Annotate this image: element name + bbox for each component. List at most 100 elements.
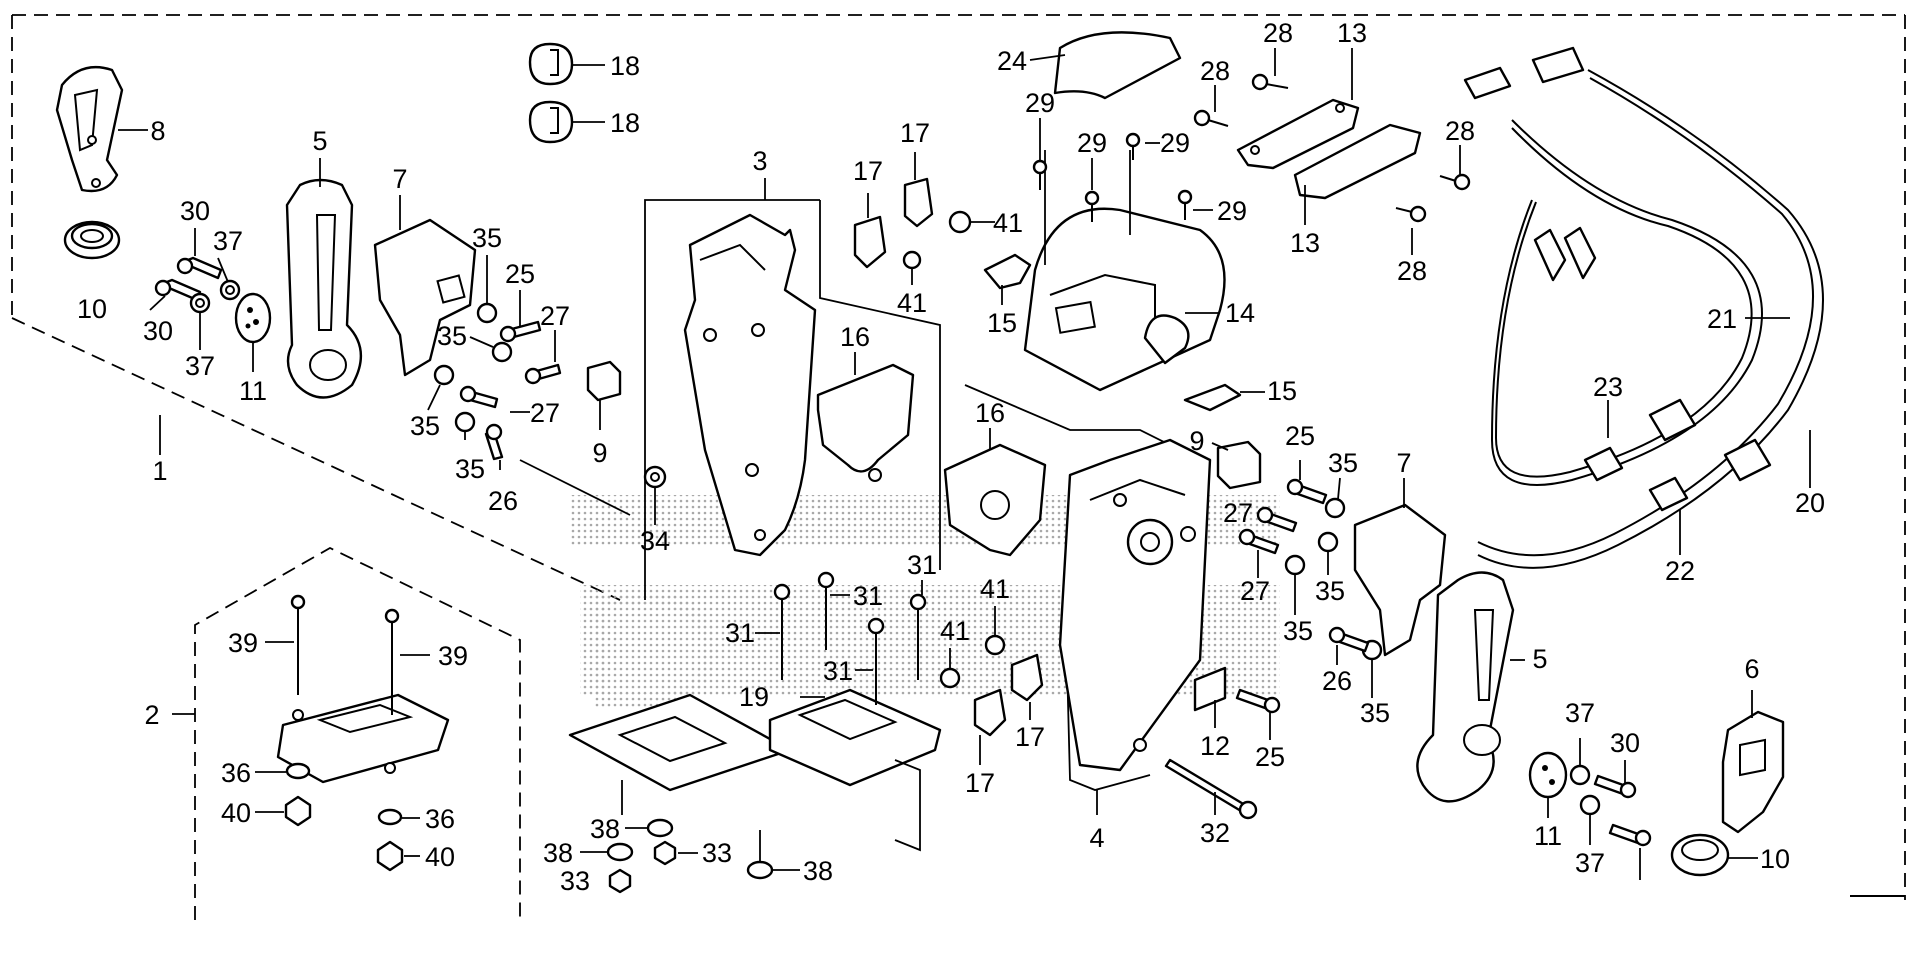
callout-33-a: 33: [702, 838, 732, 868]
callout-16-right: 16: [975, 398, 1005, 428]
callout-32: 32: [1200, 818, 1230, 848]
top-cover-14: [1023, 150, 1226, 392]
callout-17-c: 17: [965, 768, 995, 798]
callout-37-c: 37: [1565, 698, 1595, 728]
callout-7-left: 7: [392, 164, 407, 194]
control-housing-3: [644, 178, 941, 600]
mount-kit-group-box: [172, 546, 521, 920]
callout-23: 23: [1593, 372, 1623, 402]
callout-18-top: 18: [610, 51, 640, 81]
callout-37-d: 37: [1575, 848, 1605, 878]
friction-plate-right: [1528, 751, 1568, 818]
callout-16-left: 16: [840, 322, 870, 352]
callout-35-b: 35: [437, 321, 467, 351]
callout-19: 19: [739, 682, 769, 712]
connector-22-23: [1533, 226, 1697, 555]
callout-35-a: 35: [472, 223, 502, 253]
lever-cover-left: [373, 195, 477, 377]
nut-40: [255, 795, 420, 872]
clip-17-top: [853, 152, 934, 269]
callout-14: 14: [1225, 298, 1255, 328]
gasket-group-leader: [894, 759, 921, 852]
callout-30-a: 30: [180, 196, 210, 226]
callout-29-c: 29: [1160, 128, 1190, 158]
callout-35-h: 35: [1360, 698, 1390, 728]
callout-5-right: 5: [1532, 644, 1547, 674]
callout-36-b: 36: [425, 804, 455, 834]
callout-6: 6: [1744, 654, 1759, 684]
retainer-41-lower: [939, 606, 1006, 689]
callout-37-a: 37: [213, 226, 243, 256]
callout-13-bottom: 13: [1290, 228, 1320, 258]
callout-10-left: 10: [77, 294, 107, 324]
callout-20: 20: [1795, 488, 1825, 518]
plug-18: [528, 42, 605, 144]
callout-2: 2: [144, 700, 159, 730]
clip-17-lower: [973, 653, 1044, 765]
callout-21: 21: [1707, 304, 1737, 334]
callout-30-b: 30: [143, 316, 173, 346]
callout-8: 8: [150, 116, 165, 146]
washer-37-right: [1569, 738, 1601, 845]
callout-28-a: 28: [1263, 18, 1293, 48]
callout-35-e: 35: [1328, 448, 1358, 478]
callout-15-left: 15: [987, 308, 1017, 338]
callout-17-d: 17: [1015, 722, 1045, 752]
retainer-41-top: [902, 210, 995, 285]
callout-1: 1: [152, 456, 167, 486]
callout-15-right: 15: [1267, 376, 1297, 406]
callout-5-left: 5: [312, 126, 327, 156]
grommet-9-left: [586, 360, 622, 430]
bolts-31: [755, 571, 927, 705]
callout-27-c: 27: [1223, 498, 1253, 528]
wire-harness-21: [1463, 66, 1790, 486]
callout-38-c: 38: [803, 856, 833, 886]
callout-26-right: 26: [1322, 666, 1352, 696]
callout-40-a: 40: [221, 798, 251, 828]
callout-30-c: 30: [1610, 728, 1640, 758]
callout-38-a: 38: [590, 814, 620, 844]
washer-37-left: [189, 257, 241, 350]
callout-9-left: 9: [592, 438, 607, 468]
callout-37-b: 37: [185, 351, 215, 381]
bolts-25-26-27-left: [459, 290, 562, 470]
callout-11-right: 11: [1534, 821, 1562, 851]
callout-26-left: 26: [488, 486, 518, 516]
callout-12: 12: [1200, 731, 1230, 761]
callout-27-d: 27: [1240, 576, 1270, 606]
callout-35-d: 35: [455, 454, 485, 484]
callout-41-a: 41: [993, 208, 1023, 238]
callout-3: 3: [752, 146, 767, 176]
grommet-cap-right: [1670, 833, 1758, 877]
callout-24: 24: [997, 46, 1027, 76]
callout-28-d: 28: [1397, 256, 1427, 286]
callout-31-a: 31: [725, 618, 755, 648]
washers-35-left: [427, 255, 513, 440]
callout-13-top: 13: [1337, 18, 1367, 48]
switch-cover-16-left: [816, 352, 915, 482]
callout-39-b: 39: [438, 641, 468, 671]
lever-cover-right: [1353, 478, 1447, 657]
callout-27-b: 27: [530, 398, 560, 428]
callout-28-c: 28: [1445, 116, 1475, 146]
callout-38-b: 38: [543, 838, 573, 868]
control-lever-arm-right: [1416, 571, 1525, 803]
callout-31-d: 31: [907, 550, 937, 580]
callout-10-right: 10: [1760, 844, 1790, 874]
bolt-30-right: [1593, 760, 1652, 880]
spacer-plate-19: [768, 688, 942, 787]
through-bolt-39: [265, 594, 430, 715]
screws-29: [1032, 118, 1213, 222]
callout-17-b: 17: [900, 118, 930, 148]
nuts-33-38: [580, 818, 800, 894]
callout-28-b: 28: [1200, 56, 1230, 86]
callout-41-b: 41: [897, 288, 927, 318]
washer-36: [255, 762, 420, 826]
callout-17-a: 17: [853, 156, 883, 186]
callout-40-b: 40: [425, 842, 455, 872]
callout-4: 4: [1089, 823, 1104, 853]
callout-33-b: 33: [560, 866, 590, 896]
bolt-32: [1164, 758, 1258, 820]
bolts-25-26-27-right: [1238, 460, 1370, 665]
